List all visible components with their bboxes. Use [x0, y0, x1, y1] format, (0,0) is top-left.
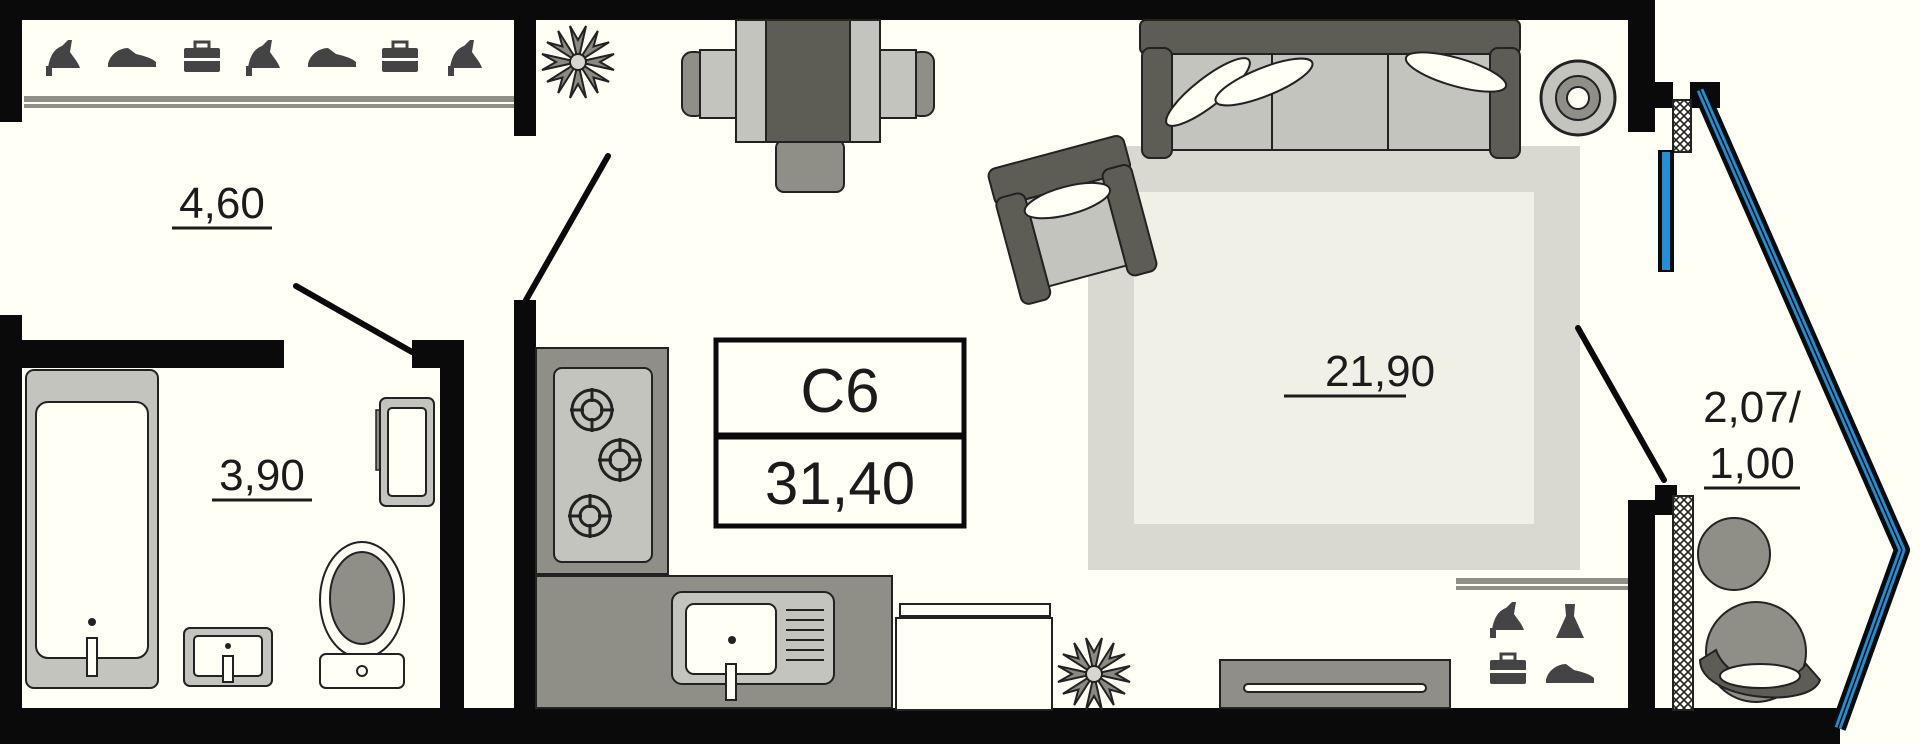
tv-stand: [1219, 659, 1451, 709]
bathroom-sink: [183, 627, 273, 687]
toilet: [319, 541, 405, 689]
balcony-parapet-top: [1672, 99, 1692, 153]
sofa: [1139, 19, 1521, 159]
armchair: [987, 134, 1158, 305]
balcony-glazing: [1692, 86, 1910, 731]
total-area: 31,40: [765, 450, 915, 517]
room-area-bathroom: 3,90: [212, 451, 312, 502]
heel-shoe-icon: [46, 40, 80, 76]
hall-wardrobe: [24, 40, 514, 108]
balcony-parapet: [1672, 495, 1694, 711]
area-label-balcony-line1: 2,07/: [1703, 383, 1802, 432]
area-label-hall: 4,60: [179, 179, 265, 228]
water-heater: [375, 397, 435, 507]
sneaker-icon: [307, 47, 357, 69]
heel-shoe-icon: [448, 40, 482, 76]
hob: [535, 347, 669, 575]
sneaker-icon: [1545, 663, 1595, 685]
sneaker-icon: [107, 47, 157, 69]
kitchen-counter: [535, 575, 893, 709]
rug: [1088, 146, 1580, 570]
room-area-living: 21,90: [1284, 347, 1435, 398]
briefcase-icon: [380, 40, 420, 74]
room-area-balcony: 2,07/ 1,00: [1703, 383, 1802, 490]
briefcase-icon: [182, 40, 222, 74]
plant-icon: [1057, 637, 1131, 711]
fridge: [895, 603, 1053, 711]
heel-shoe-icon: [246, 40, 280, 76]
dress-icon: [1556, 604, 1584, 638]
bathtub: [25, 369, 159, 689]
heel-shoe-icon: [1490, 602, 1524, 638]
dining-table: [681, 19, 935, 193]
briefcase-icon: [1488, 652, 1528, 686]
room-area-hall: 4,60: [172, 179, 272, 230]
balcony-furniture: [1697, 517, 1822, 703]
unit-code: С6: [800, 357, 879, 426]
walls: [0, 0, 1840, 744]
area-label-balcony-line2: 1,00: [1709, 439, 1795, 488]
living-wardrobe: [1456, 578, 1628, 686]
unit-label-box: С6 31,40: [713, 337, 967, 529]
plant-icon: [541, 25, 615, 99]
area-label-living: 21,90: [1325, 347, 1435, 396]
side-table: [1539, 59, 1617, 137]
area-label-bathroom: 3,90: [219, 451, 305, 500]
doors: [293, 153, 1667, 483]
window: [1658, 150, 1674, 272]
